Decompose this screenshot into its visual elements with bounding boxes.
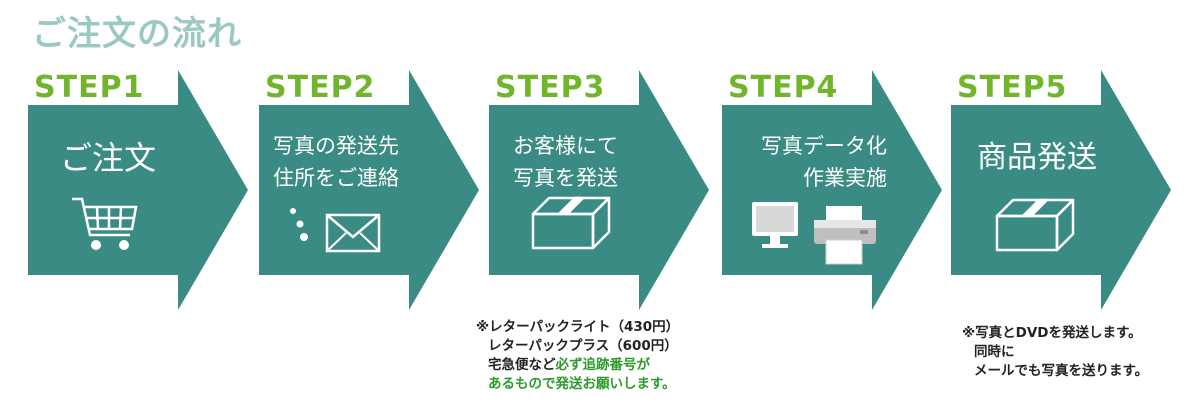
step-4-label: STEP4 [728,70,839,105]
note-highlight: あるもので発送お願いします。 [488,376,676,392]
computer-printer-icon [752,202,876,265]
note-line: 同時に [974,344,1015,360]
note-line: 宅急便など必ず追跡番号が [476,356,679,375]
step-3-text-line: 写真を発送 [513,166,618,190]
step-5-note: ※写真とDVDを発送します。 同時に メールでも写真を送ります。 [962,324,1148,381]
step-1-arrow [28,70,248,310]
step-2-label: STEP2 [265,70,376,105]
step-5-label: STEP5 [957,70,1068,105]
step-2-arrow [259,70,479,310]
step-5-text-line: 商品発送 [977,140,1097,175]
step-4-text: 写真データ化 作業実施 [738,130,887,194]
step-3: STEP3 お客様にて 写真を発送 [489,70,714,310]
step-3-note: ※レターパックライト（430円） レターパックプラス（600円） 宅急便など必ず… [476,318,679,394]
step-2: STEP2 写真の発送先 住所をご連絡 [259,70,484,310]
step-3-text: お客様にて 写真を発送 [513,130,674,194]
note-line: ※写真とDVDを発送します。 [962,325,1142,341]
step-3-arrow [489,70,709,310]
step-1-text-line: ご注文 [60,139,157,177]
step-2-text: 写真の発送先 住所をご連絡 [273,130,444,194]
step-4-text-line: 写真データ化 [761,134,887,158]
note-highlight: 必ず追跡番号が [555,357,651,373]
page-title: ご注文の流れ [32,14,242,54]
step-5-arrow [951,70,1171,310]
note-line: レターパックプラス（600円） [488,338,678,354]
step-3-text-line: お客様にて [513,134,618,158]
step-2-text-line: 住所をご連絡 [273,166,399,190]
step-4-arrow [722,70,942,310]
box-icon [531,196,611,250]
note-line: ※レターパックライト（430円） [476,319,680,335]
step-1-label: STEP1 [34,70,145,105]
step-5-text: 商品発送 [977,138,1136,178]
step-3-label: STEP3 [495,70,606,105]
note-line: メールでも写真を送ります。 [974,363,1149,379]
box-icon [995,198,1075,252]
step-1: STEP1 ご注文 [28,70,253,310]
envelope-icon [290,208,381,253]
step-5: STEP5 商品発送 [951,70,1176,310]
step-4-text-line: 作業実施 [803,166,887,190]
step-1-text: ご注文 [60,138,213,178]
shopping-cart-icon [72,197,138,250]
note-text: 宅急便など [488,357,556,373]
step-2-text-line: 写真の発送先 [273,134,399,158]
step-4: STEP4 写真データ化 作業実施 [722,70,947,310]
